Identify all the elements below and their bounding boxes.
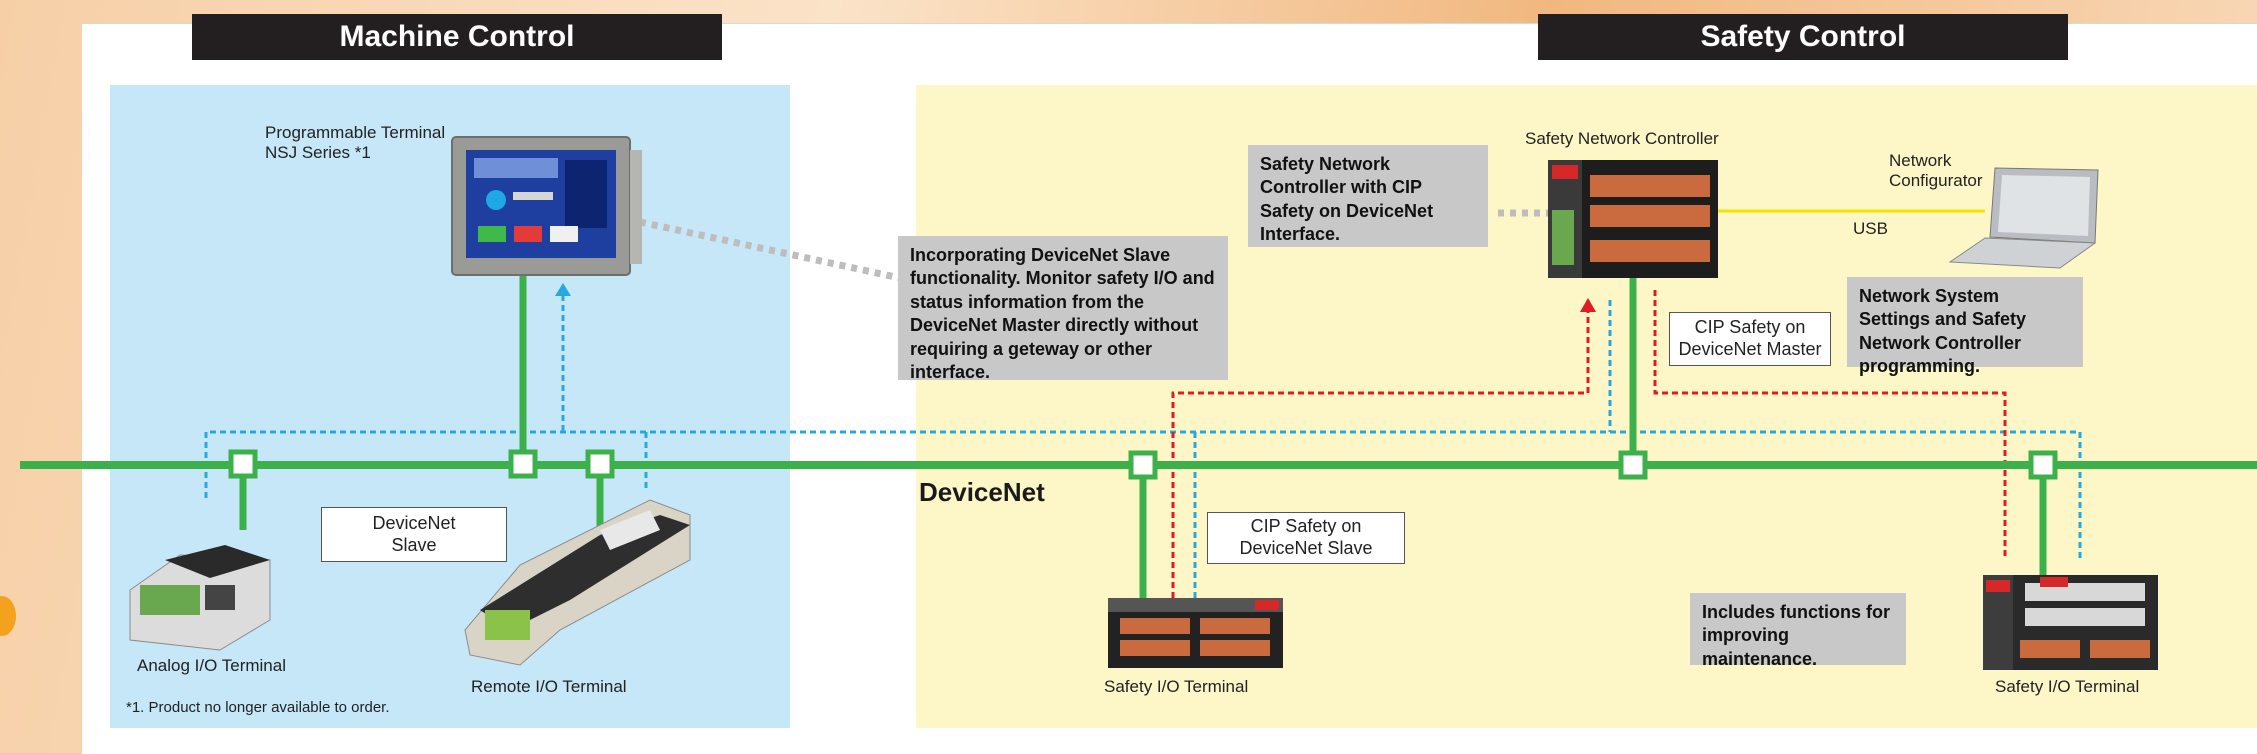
tap-safety-io-right — [2028, 450, 2058, 480]
red-dotted-line-right — [1653, 290, 2007, 560]
devicenet-label: DeviceNet — [919, 477, 1045, 507]
cip-safety-master-box: CIP Safety on DeviceNet Master — [1669, 312, 1831, 366]
programmable-terminal-label: Programmable Terminal NSJ Series *1 — [265, 123, 446, 163]
cip-safety-slave-box: CIP Safety on DeviceNet Slave — [1207, 512, 1405, 564]
analog-io-terminal-label: Analog I/O Terminal — [137, 656, 286, 675]
tap-safety-io-left — [1128, 450, 1158, 480]
programmable-terminal-device — [451, 136, 642, 276]
safety-network-controller-device — [1548, 160, 1718, 278]
tap-analog — [228, 449, 258, 479]
remote-io-terminal-device — [464, 499, 691, 666]
tap-terminal — [508, 449, 538, 479]
tap-remote — [585, 449, 615, 479]
safety-control-header: Safety Control — [1538, 14, 2068, 60]
red-arrow-head — [1580, 298, 1596, 312]
network-configurator-label: Network Configurator — [1889, 151, 1983, 191]
safety-network-controller-note: Safety Network Controller with CIP Safet… — [1248, 145, 1488, 247]
safety-network-controller-label: Safety Network Controller — [1525, 129, 1719, 148]
remote-io-terminal-label: Remote I/O Terminal — [471, 677, 627, 696]
red-dotted-line-left — [1171, 300, 1590, 598]
safety-io-terminal-left-device — [1108, 598, 1283, 668]
footnote: *1. Product no longer available to order… — [126, 699, 390, 716]
decorative-circle — [0, 596, 16, 636]
devicenet-slave-box: DeviceNet Slave — [321, 507, 507, 562]
connector-dots-terminal — [639, 218, 901, 282]
blue-arrow-head — [555, 283, 571, 296]
safety-io-terminal-right-label: Safety I/O Terminal — [1995, 677, 2140, 696]
incorporating-note: Incorporating DeviceNet Slave functional… — [898, 236, 1228, 382]
analog-io-terminal-device — [129, 545, 271, 651]
machine-control-header: Machine Control — [192, 14, 722, 60]
laptop-device — [1948, 167, 2099, 269]
usb-label: USB — [1853, 219, 1888, 238]
safety-io-terminal-right-device — [1983, 575, 2158, 670]
includes-functions-note: Includes functions for improving mainten… — [1690, 593, 1906, 669]
tap-controller — [1618, 450, 1648, 480]
safety-io-terminal-left-label: Safety I/O Terminal — [1104, 677, 1249, 696]
network-system-settings-note: Network System Settings and Safety Netwo… — [1847, 277, 2083, 376]
